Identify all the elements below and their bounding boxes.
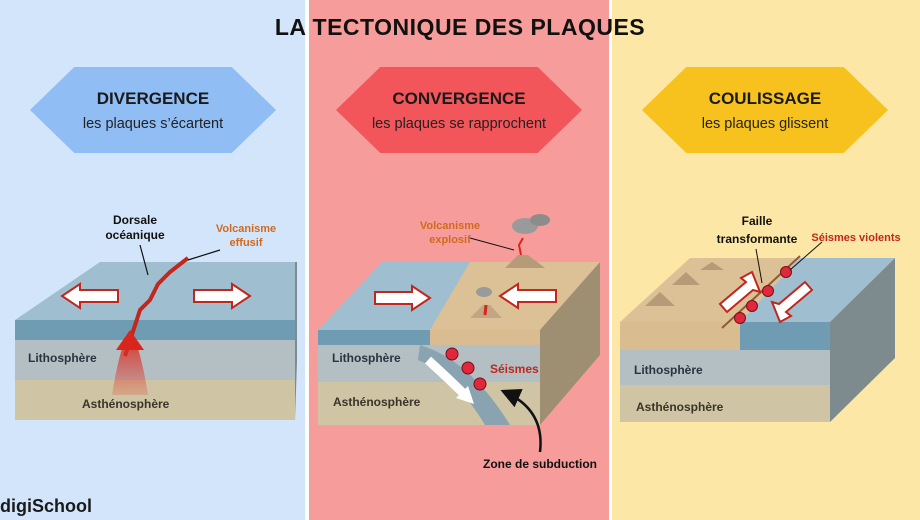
- earthquakes-label: Séismes: [490, 362, 539, 376]
- lithosphere-label: Lithosphère: [28, 351, 97, 365]
- divergence-block: Dorsale océanique Volcanisme effusif Lit…: [15, 213, 297, 420]
- convergence-hexagon: [336, 67, 582, 153]
- smoke-cloud-3: [476, 287, 492, 297]
- ocean-front: [15, 320, 295, 340]
- earthquakes-label: Séismes violents: [811, 232, 900, 244]
- ocean-front: [740, 322, 830, 350]
- right-plate-arrow: [193, 282, 252, 310]
- lithosphere-label: Lithosphère: [634, 363, 703, 377]
- divergence-subtitle: les plaques s’écartent: [82, 116, 224, 132]
- earthquake-star-3: [762, 285, 774, 297]
- asthenosphere-label: Asthénosphère: [333, 395, 421, 409]
- block-side: [830, 258, 895, 422]
- upward-arrow: [718, 270, 762, 314]
- ocean-plate-arrow: [374, 284, 432, 312]
- coulissage-heading: COULISSAGE: [708, 89, 822, 108]
- convergence-heading: CONVERGENCE: [392, 89, 526, 108]
- subduction-arrow-head: [456, 386, 474, 404]
- downward-arrow: [770, 280, 814, 324]
- block-side: [540, 262, 600, 425]
- smoke-cloud-2: [530, 214, 550, 226]
- subducting-slab: [418, 345, 510, 425]
- volcanism-pointer: [469, 237, 515, 251]
- volcanism-label-line1: Volcanisme: [420, 220, 480, 232]
- subduction-label: Zone de subduction: [483, 457, 597, 471]
- lava-small: [483, 304, 488, 316]
- earthquake-star-1: [734, 312, 746, 324]
- coulissage-block: Faille transformante Séismes violents Li…: [620, 214, 901, 422]
- ridge-pointer: [139, 244, 149, 276]
- convergence-block: Volcanisme explosif Séismes Lithosphère …: [318, 214, 600, 471]
- mountain-1: [645, 292, 675, 306]
- earthquake-star-2: [461, 361, 475, 375]
- magma-plume: [112, 330, 148, 395]
- continent-front: [430, 330, 540, 345]
- earthquake-star-3: [473, 377, 487, 391]
- coulissage-header: COULISSAGE les plaques glissent: [642, 67, 888, 153]
- lithosphere-front: [15, 340, 295, 380]
- continent-front: [620, 322, 740, 350]
- fault-pointer: [755, 248, 763, 284]
- asthenosphere-label: Asthénosphère: [636, 400, 724, 414]
- earthquake-star-2: [746, 300, 758, 312]
- divergence-hexagon: [30, 67, 276, 153]
- volcanism-label-line1: Volcanisme: [216, 223, 276, 235]
- continent-plate-arrow: [498, 282, 557, 310]
- lithosphere-front: [620, 350, 830, 385]
- ridge-label-line1: Dorsale: [113, 213, 157, 227]
- block-side: [295, 262, 297, 420]
- volcano-large: [505, 255, 545, 268]
- divergence-header: DIVERGENCE les plaques s’écartent: [30, 67, 276, 153]
- ocean-front: [318, 330, 430, 345]
- ridge-label-line2: océanique: [105, 228, 165, 242]
- earthquake-star-1: [445, 347, 459, 361]
- asthenosphere-label: Asthénosphère: [82, 397, 170, 411]
- volcanism-pointer: [187, 249, 221, 261]
- earthquake-star-4: [780, 266, 792, 278]
- earthquakes-pointer: [789, 241, 823, 271]
- lithosphere-label: Lithosphère: [332, 351, 401, 365]
- mountain-2: [672, 272, 700, 285]
- magma-arrow-head: [116, 330, 144, 350]
- convergence-subtitle: les plaques se rapprochent: [371, 116, 547, 132]
- divergence-heading: DIVERGENCE: [96, 89, 210, 108]
- fault-label-line1: Faille: [742, 214, 773, 228]
- mountain-3: [700, 262, 724, 270]
- page-title: LA TECTONIQUE DES PLAQUES: [274, 14, 646, 40]
- volcanism-label-line2: effusif: [230, 237, 263, 249]
- left-plate-arrow: [60, 282, 119, 310]
- lava-large: [517, 237, 524, 256]
- fault-label-line2: transformante: [717, 232, 798, 246]
- volcanism-label-line2: explosif: [429, 234, 471, 246]
- convergence-header: CONVERGENCE les plaques se rapprochent: [336, 67, 582, 153]
- coulissage-hexagon: [642, 67, 888, 153]
- digischool-logo: digiSchool: [0, 496, 92, 516]
- ridge-crack: [123, 256, 190, 357]
- coulissage-subtitle: les plaques glissent: [701, 116, 829, 132]
- subduction-pointer: [500, 389, 542, 453]
